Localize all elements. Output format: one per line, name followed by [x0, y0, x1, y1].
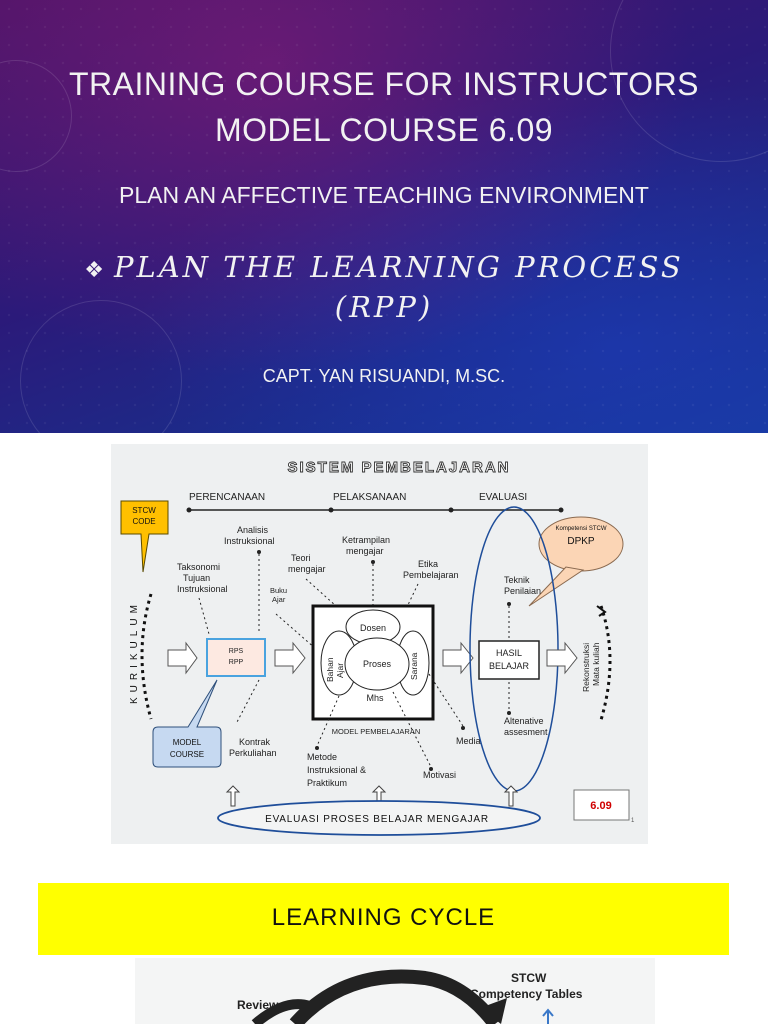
stcw-code-callout: STCW CODE [120, 500, 169, 573]
diamond-bullet-icon: ❖ [84, 258, 104, 283]
label-taksonomi: Taksonomi Tujuan Instruksional [177, 562, 228, 594]
label-metode-instruksional: Metode Instruksional & Praktikum [307, 752, 369, 788]
svg-text:Mhs: Mhs [366, 693, 384, 703]
svg-text:RPS: RPS [229, 648, 244, 655]
learning-cycle-diagram: Review STCW Competency Tables [135, 958, 655, 1024]
diagram-title: SISTEM PEMBELAJARAN [287, 459, 510, 476]
phase-perencanaan: PERENCANAAN [189, 492, 265, 503]
label-alternative-assesment: Altenative assesment [504, 716, 548, 737]
label-kontrak-perkuliahan: Kontrak Perkuliahan [229, 737, 277, 758]
slide-title-line-2: MODEL COURSE 6.09 [214, 112, 554, 148]
svg-text:MODEL: MODEL [173, 738, 202, 747]
svg-text:6.09: 6.09 [590, 800, 611, 812]
label-model-pembelajaran: MODEL PEMBELAJARAN [332, 727, 421, 736]
label-etika-pembelajaran: Etika Pembelajaran [403, 559, 459, 580]
kurikulum-label: KURIKULUM [129, 600, 140, 704]
label-rekonstruksi: Rekonstruksi Mata kuliah [581, 640, 601, 692]
stcw-competency-label: STCW Competency Tables [470, 971, 583, 1001]
model-course-callout: MODEL COURSE [152, 679, 222, 768]
label-motivasi: Motivasi [423, 770, 456, 780]
label-teori-mengajar: Teori mengajar [288, 553, 326, 574]
slide-author: CAPT. YAN RISUANDI, M.SC. [262, 366, 506, 386]
phase-pelaksanaan: PELAKSANAAN [333, 492, 406, 503]
slide-title-line-1: TRAINING COURSE FOR INSTRUCTORS [68, 66, 700, 102]
svg-text:DPKP: DPKP [567, 536, 595, 547]
kompetensi-stcw-callout: Kompetensi STCW DPKP [528, 516, 624, 607]
svg-text:HASIL: HASIL [496, 648, 522, 658]
course-number-box: 6.09 [573, 789, 630, 821]
svg-text:Kompetensi STCW: Kompetensi STCW [555, 526, 606, 532]
svg-text:Bahan Ajar: Bahan Ajar [325, 655, 345, 682]
rps-rpp-box: RPS RPP [206, 638, 266, 677]
phase-evaluasi: EVALUASI [479, 492, 527, 503]
slide-bullet-line-1: ❖ PLAN THE LEARNING PROCESS [0, 250, 768, 284]
sistem-pembelajaran-diagram: SISTEM PEMBELAJARAN PERENCANAAN PELAKSAN… [111, 444, 648, 844]
svg-text:COURSE: COURSE [170, 750, 204, 759]
svg-text:Proses: Proses [363, 659, 392, 669]
model-pembelajaran-box: Dosen Proses Mhs Bahan Ajar Sarana [311, 604, 435, 721]
svg-text:Dosen: Dosen [360, 623, 386, 633]
learning-cycle-heading-band: LEARNING CYCLE [38, 883, 729, 955]
bullet-text: PLAN THE LEARNING PROCESS [113, 250, 684, 284]
svg-text:RPP: RPP [229, 659, 244, 666]
slide-bullet-line-2: (RPP) [334, 290, 434, 324]
label-ketrampilan-mengajar: Ketrampilan mengajar [342, 535, 393, 556]
review-label: Review [237, 998, 279, 1012]
title-slide: TRAINING COURSE FOR INSTRUCTORS MODEL CO… [0, 0, 768, 433]
svg-text:CODE: CODE [132, 517, 155, 526]
label-media: Media [456, 736, 481, 746]
slide-subtitle: PLAN AN AFFECTIVE TEACHING ENVIRONMENT [119, 182, 649, 208]
evaluasi-proses-ellipse: EVALUASI PROSES BELAJAR MENGAJAR [217, 800, 541, 836]
label-buku-ajar: Buku Ajar [270, 586, 289, 604]
page-mark: 1 [631, 818, 635, 824]
hasil-belajar-box: HASIL BELAJAR [478, 640, 540, 680]
svg-text:BELAJAR: BELAJAR [489, 661, 530, 671]
svg-text:EVALUASI PROSES BELAJAR MENGAJ: EVALUASI PROSES BELAJAR MENGAJAR [265, 814, 489, 825]
learning-cycle-heading: LEARNING CYCLE [271, 904, 496, 931]
label-teknik-penilaian: Teknik Penilaian [504, 575, 541, 596]
svg-text:Sarana: Sarana [409, 652, 419, 680]
label-analisis-instruksional: Analisis Instruksional [224, 525, 275, 546]
svg-text:STCW: STCW [132, 506, 156, 515]
